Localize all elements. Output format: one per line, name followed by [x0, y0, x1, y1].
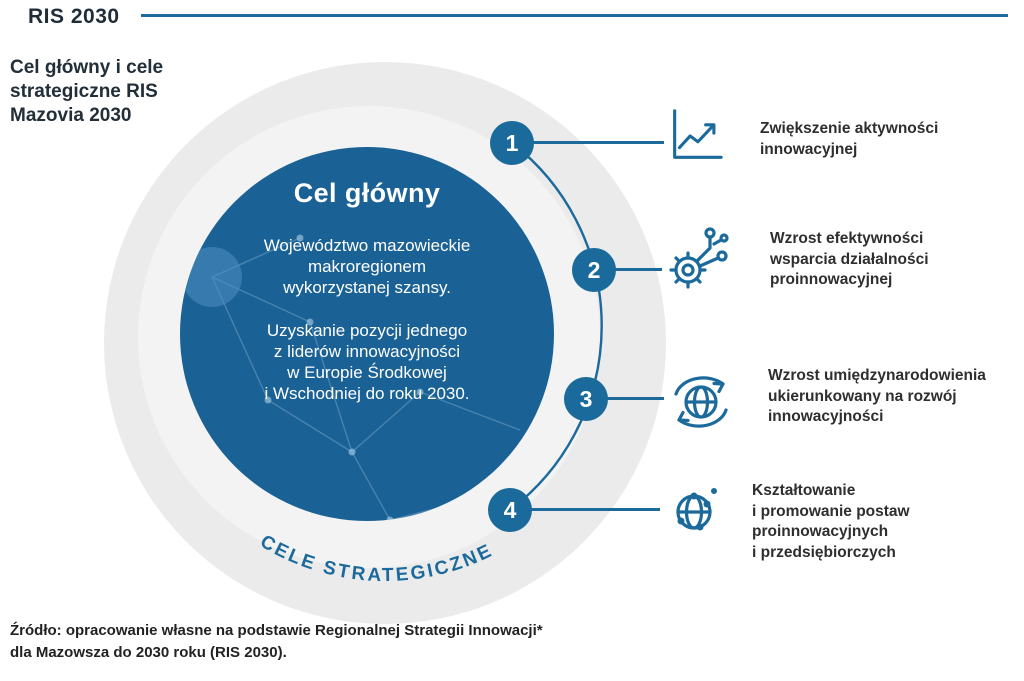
- goal-3-badge: 3: [564, 377, 608, 421]
- goal-label-line: proinnowacyjnej: [770, 271, 893, 288]
- goal-2-badge: 2: [572, 248, 616, 292]
- goal-label-line: wsparcia działalności: [770, 250, 929, 268]
- source-note-line: dla Mazowsza do 2030 roku (RIS 2030).: [10, 644, 287, 661]
- main-goal-line: wykorzystanej szansy.: [283, 278, 451, 297]
- subtitle: Cel główny i cele strategiczne RIS Mazov…: [10, 56, 163, 128]
- source-note: Źródło: opracowanie własne na podstawie …: [10, 620, 543, 664]
- goal-2-label: Wzrost efektywności wsparcia działalnośc…: [770, 229, 929, 291]
- goal-label-line: i promowanie postaw: [752, 502, 910, 520]
- subtitle-line: Cel główny i cele: [10, 57, 164, 78]
- title-divider: [141, 14, 1008, 17]
- goal-label-line: Wzrost umiędzynarodowienia: [768, 367, 986, 384]
- goal-label-line: Kształtowanie: [752, 482, 856, 499]
- goal-label-line: ukierunkowany na rozwój: [768, 387, 957, 405]
- main-goal-paragraph-1: Województwo mazowieckie makroregionem wy…: [217, 235, 517, 298]
- growth-chart-icon: [673, 109, 723, 159]
- gear-circuit-icon: [669, 227, 729, 289]
- goal-label-line: innowacyjnej: [760, 140, 858, 158]
- main-goal-circle: [180, 147, 554, 521]
- main-goal-line: Województwo mazowieckie: [263, 236, 471, 255]
- goal-label-line: Wzrost efektywności: [770, 230, 924, 247]
- globe-arrows-icon: [674, 376, 728, 428]
- goal-arc: [509, 142, 603, 511]
- goal-4-badge: 4: [488, 488, 532, 532]
- main-goal-line: i Wschodniej do roku 2030.: [264, 384, 470, 403]
- main-goal-line: w Europie Środkowej: [287, 363, 447, 382]
- goal-label-line: proinnowacyjnych: [752, 523, 889, 540]
- goal-1-label: Zwiększenie aktywności innowacyjnej: [760, 119, 938, 160]
- goal-label-line: i przedsiębiorczych: [752, 543, 896, 561]
- goal-label-line: innowacyjności: [768, 408, 884, 425]
- main-goal-line: z liderów innowacyjności: [273, 342, 461, 361]
- main-goal-line: Uzyskanie pozycji jednego: [266, 321, 468, 340]
- goal-1-connector: [530, 141, 664, 144]
- subtitle-line: Mazovia 2030: [10, 105, 132, 126]
- subtitle-line: strategiczne RIS: [10, 81, 158, 102]
- goal-1-badge: 1: [490, 121, 534, 165]
- goal-4-connector: [528, 508, 660, 511]
- main-goal-text: Cel główny Województwo mazowieckie makro…: [217, 178, 517, 404]
- goal-4-label: Kształtowanie i promowanie postaw proinn…: [752, 481, 910, 563]
- goal-3-connector: [604, 397, 664, 400]
- source-note-line: Źródło: opracowanie własne na podstawie …: [10, 622, 543, 639]
- main-goal-heading: Cel główny: [293, 178, 441, 208]
- goal-3-label: Wzrost umiędzynarodowienia ukierunkowany…: [768, 366, 986, 428]
- main-goal-paragraph-2: Uzyskanie pozycji jednego z liderów inno…: [217, 320, 517, 404]
- page-title: RIS 2030: [28, 5, 120, 28]
- goal-2-connector: [612, 268, 662, 271]
- goal-label-line: Zwiększenie aktywności: [760, 120, 939, 137]
- main-goal-line: makroregionem: [307, 257, 427, 276]
- globe-network-icon: [676, 488, 717, 531]
